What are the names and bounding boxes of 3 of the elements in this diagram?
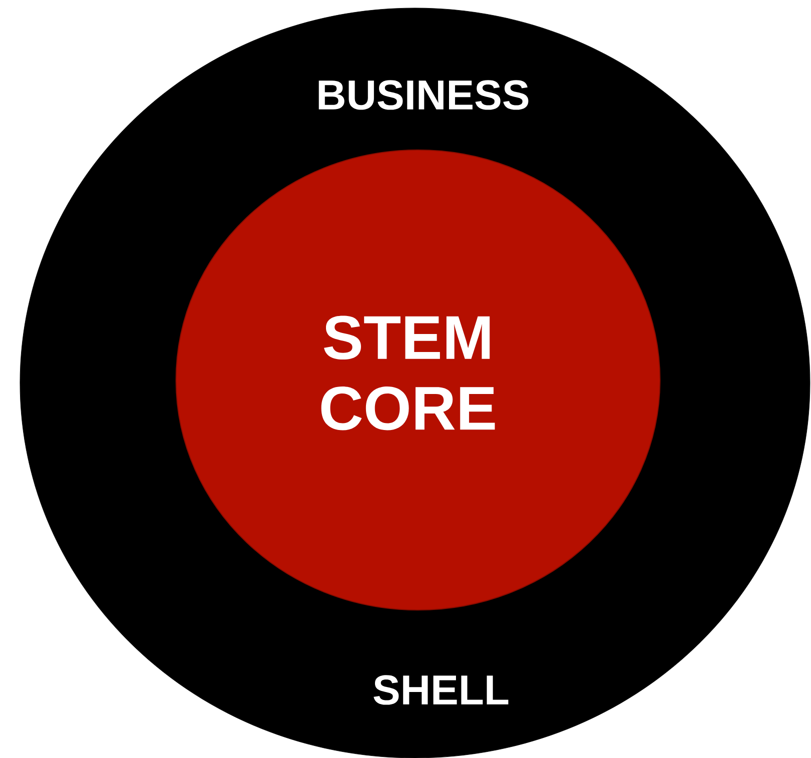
label: BUSINESS <box>318 80 528 110</box>
label: SHELL <box>374 675 508 705</box>
label: STEM CORE <box>321 316 495 430</box>
